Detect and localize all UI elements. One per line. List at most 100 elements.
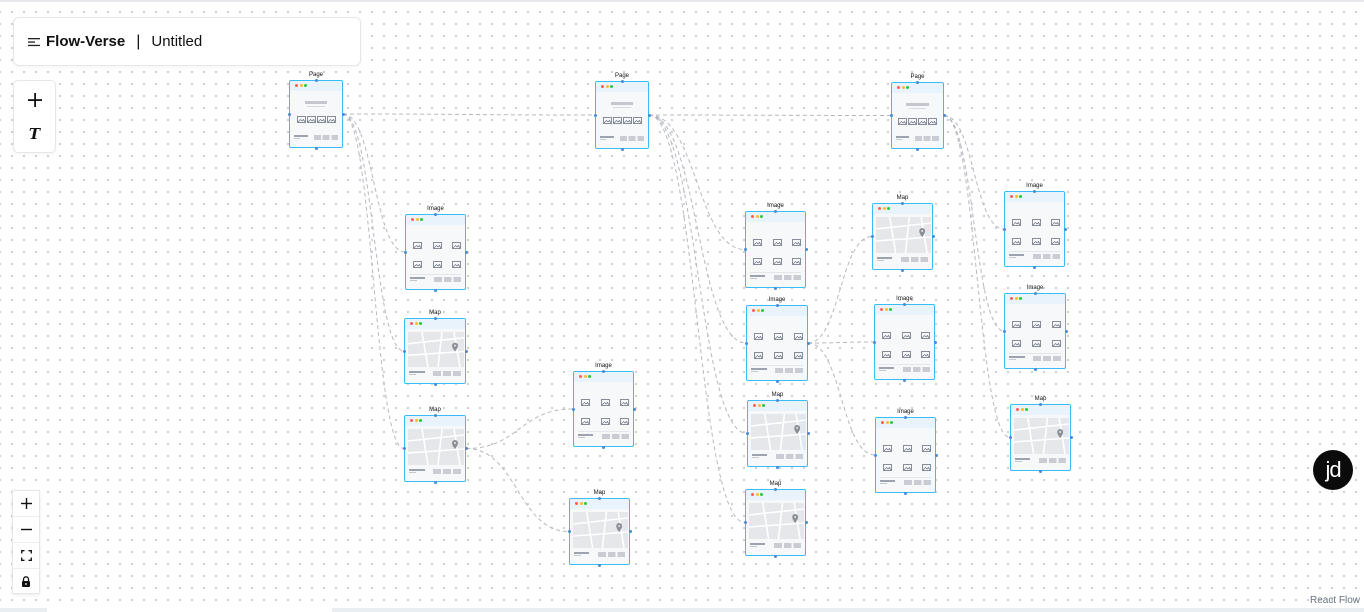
top-handle[interactable] (775, 303, 779, 307)
source-handle[interactable] (632, 407, 636, 411)
source-handle[interactable] (464, 447, 468, 450)
edge[interactable] (648, 114, 746, 250)
target-handle[interactable] (870, 235, 874, 238)
image-node[interactable]: Image (1002, 285, 1068, 371)
bottom-handle[interactable] (903, 378, 906, 382)
source-handle[interactable] (1064, 329, 1068, 333)
target-handle[interactable] (1008, 436, 1012, 439)
source-handle[interactable] (931, 235, 935, 238)
edge[interactable] (465, 408, 574, 449)
react-flow-attribution[interactable]: React Flow (1309, 595, 1360, 606)
top-handle[interactable] (598, 496, 601, 500)
bottom-handle[interactable] (602, 445, 605, 449)
bottom-handle[interactable] (433, 480, 437, 484)
bottom-handle[interactable] (774, 554, 777, 558)
zoom-in-button[interactable] (13, 491, 39, 517)
edge[interactable] (342, 113, 596, 116)
map-node[interactable]: Map (1008, 396, 1073, 473)
top-handle[interactable] (904, 415, 907, 419)
target-handle[interactable] (402, 447, 406, 450)
target-handle[interactable] (1002, 329, 1006, 333)
image-node[interactable]: Image (1002, 183, 1067, 269)
top-handle[interactable] (776, 398, 779, 402)
bottom-handle[interactable] (901, 268, 904, 272)
edge[interactable] (807, 342, 876, 456)
bottom-handle[interactable] (434, 288, 437, 292)
bottom-handle[interactable] (774, 286, 777, 290)
source-handle[interactable] (804, 521, 808, 524)
target-handle[interactable] (872, 340, 876, 344)
top-handle[interactable] (901, 201, 904, 205)
image-node[interactable]: Image (571, 363, 636, 449)
source-handle[interactable] (804, 248, 808, 251)
source-handle[interactable] (1069, 436, 1073, 439)
edge[interactable] (943, 115, 1011, 438)
image-node[interactable]: Image (872, 296, 937, 382)
source-handle[interactable] (806, 432, 810, 435)
top-handle[interactable] (916, 80, 919, 84)
source-handle[interactable] (942, 114, 946, 117)
bottom-handle[interactable] (314, 146, 318, 150)
top-handle[interactable] (774, 487, 777, 491)
map-node[interactable]: Map (870, 195, 935, 272)
image-node[interactable]: Image (873, 409, 938, 495)
source-handle[interactable] (933, 340, 937, 344)
top-handle[interactable] (1039, 402, 1042, 406)
target-handle[interactable] (744, 341, 748, 345)
source-handle[interactable] (628, 530, 632, 533)
bottom-handle[interactable] (620, 147, 624, 151)
bottom-handle[interactable] (775, 379, 779, 383)
top-handle[interactable] (433, 316, 437, 320)
zoom-out-button[interactable] (13, 517, 39, 543)
target-handle[interactable] (571, 407, 575, 411)
top-handle[interactable] (903, 302, 906, 306)
source-handle[interactable] (806, 341, 810, 345)
edge[interactable] (943, 115, 1005, 332)
target-handle[interactable] (593, 113, 597, 117)
fit-view-button[interactable] (13, 543, 39, 569)
top-handle[interactable] (434, 212, 437, 216)
edge[interactable] (807, 236, 873, 344)
target-handle[interactable] (567, 530, 571, 533)
image-node[interactable]: Image (743, 203, 808, 290)
top-handle[interactable] (1033, 189, 1036, 193)
edge[interactable] (342, 113, 405, 449)
bottom-handle[interactable] (1039, 469, 1042, 473)
edge[interactable] (342, 113, 405, 352)
target-handle[interactable] (743, 248, 747, 251)
edge[interactable] (648, 114, 892, 116)
map-node[interactable]: Map (745, 392, 810, 469)
page-node[interactable]: Page (287, 72, 345, 150)
user-avatar[interactable]: jd (1313, 450, 1353, 490)
source-handle[interactable] (647, 113, 651, 117)
bottom-handle[interactable] (916, 147, 919, 151)
page-node[interactable]: Page (889, 74, 946, 151)
target-handle[interactable] (743, 521, 747, 524)
image-node[interactable]: Image (744, 297, 810, 383)
add-node-button[interactable] (14, 83, 55, 117)
target-handle[interactable] (287, 112, 291, 116)
edge[interactable] (648, 114, 748, 434)
edge[interactable] (943, 115, 1005, 230)
target-handle[interactable] (402, 349, 406, 353)
image-node[interactable]: Image (403, 206, 468, 292)
target-handle[interactable] (873, 453, 877, 457)
edge[interactable] (648, 114, 747, 344)
page-node[interactable]: Page (593, 73, 651, 151)
top-handle[interactable] (433, 413, 437, 417)
map-node[interactable]: Map (402, 407, 468, 484)
map-node[interactable]: Map (402, 310, 468, 386)
map-node[interactable]: Map (567, 490, 632, 567)
bottom-handle[interactable] (776, 465, 779, 469)
source-handle[interactable] (341, 112, 345, 116)
bottom-handle[interactable] (904, 491, 907, 495)
source-handle[interactable] (1063, 227, 1067, 231)
bottom-handle[interactable] (598, 563, 601, 567)
source-handle[interactable] (464, 349, 468, 353)
bottom-handle[interactable] (433, 382, 437, 386)
edge[interactable] (465, 448, 570, 532)
add-text-button[interactable]: T (14, 117, 55, 151)
menu-icon[interactable] (28, 37, 40, 47)
target-handle[interactable] (889, 114, 893, 117)
top-handle[interactable] (1033, 291, 1037, 295)
